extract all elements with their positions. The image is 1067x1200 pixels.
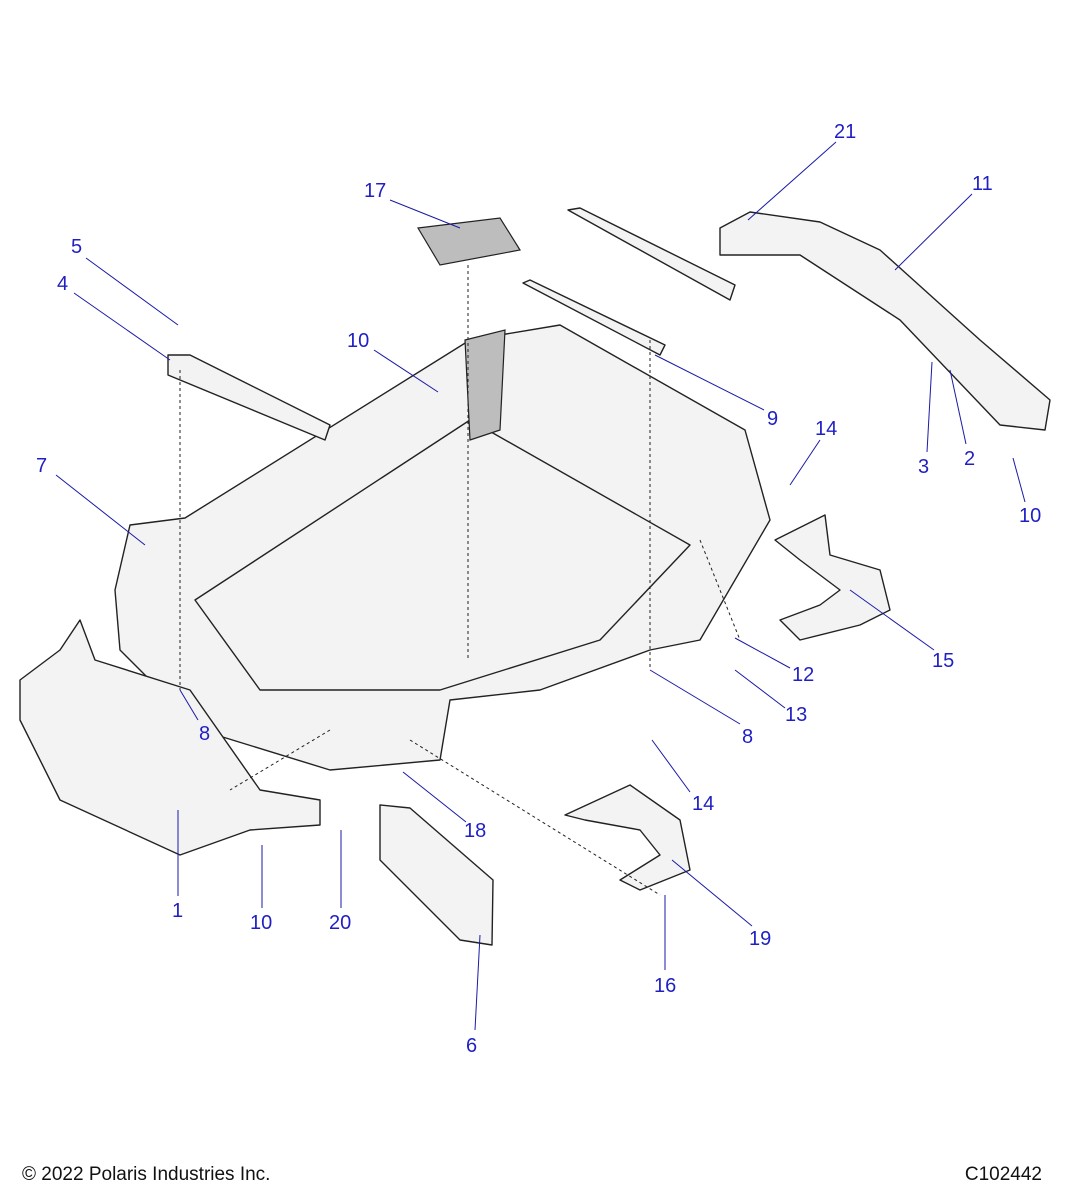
callout-8: 8: [199, 723, 210, 745]
callout-10: 10: [1019, 505, 1041, 527]
callout-19: 19: [749, 928, 771, 950]
side-panel: [379, 804, 494, 946]
callout-8: 8: [742, 726, 753, 748]
callout-15: 15: [932, 650, 954, 672]
callout-16: 16: [654, 975, 676, 997]
callout-2: 2: [964, 448, 975, 470]
diagram-id: C102442: [964, 1164, 1042, 1185]
right-grab-handle: [774, 514, 891, 641]
rear-grille: [464, 329, 506, 441]
callout-20: 20: [329, 912, 351, 934]
callout-7: 7: [36, 455, 47, 477]
access-cover: [417, 217, 521, 266]
callout-6: 6: [466, 1035, 477, 1057]
callout-12: 12: [792, 664, 814, 686]
callout-18: 18: [464, 820, 486, 842]
callout-10: 10: [347, 330, 369, 352]
callout-13: 13: [785, 704, 807, 726]
leader-lines: [55, 141, 1026, 1031]
left-support-bracket: [167, 354, 331, 441]
copyright-text: © 2022 Polaris Industries Inc.: [22, 1164, 271, 1185]
front-support-bracket: [567, 207, 736, 301]
callout-17: 17: [364, 180, 386, 202]
callout-21: 21: [834, 121, 856, 143]
front-support-bracket-2: [522, 279, 666, 356]
callout-4: 4: [57, 273, 68, 295]
callout-11: 11: [972, 173, 993, 195]
callout-14: 14: [692, 793, 714, 815]
rear-trim-panel: [19, 619, 321, 856]
callout-9: 9: [767, 408, 778, 430]
front-trim-panel: [719, 211, 1051, 431]
callout-5: 5: [71, 236, 82, 258]
callout-1: 1: [172, 900, 183, 922]
callout-14: 14: [815, 418, 837, 440]
callout-10: 10: [250, 912, 272, 934]
left-grab-handle: [564, 784, 691, 891]
callout-3: 3: [918, 456, 929, 478]
